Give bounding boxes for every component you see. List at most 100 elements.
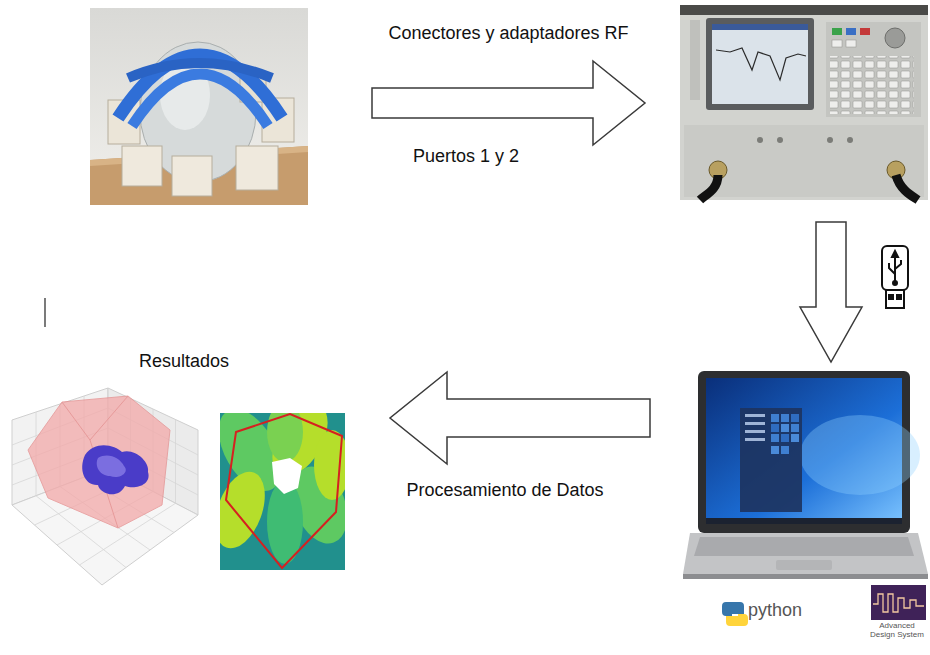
3d-plot-part <box>175 420 176 504</box>
edge-label: Procesamiento de Datos <box>406 480 603 501</box>
laptop-photo-part <box>745 422 765 425</box>
text-slot: Conectores y adaptadores RF <box>388 23 628 44</box>
network-analyzer-photo-part <box>712 24 808 104</box>
laptop-photo-part <box>791 434 799 442</box>
laptop-photo-part <box>800 415 920 495</box>
phantom-setup <box>88 5 372 210</box>
results-heading: Resultados <box>139 351 229 372</box>
network-analyzer-photo-part <box>700 175 718 200</box>
network-analyzer-photo-part <box>706 18 814 110</box>
text-slot: Puertos 1 y 2 <box>413 146 519 167</box>
text-slot: Resultados <box>139 351 229 372</box>
laptop-photo-part <box>781 414 789 422</box>
3d-plot-part <box>28 396 170 528</box>
laptop-photo <box>683 371 928 579</box>
phantom-photo-part <box>122 146 162 186</box>
laptop-photo-part <box>791 414 799 422</box>
logo-text: python <box>748 600 802 621</box>
block-arrow <box>390 372 650 464</box>
laptop-photo-part <box>745 430 765 433</box>
laptop-photo-part <box>771 446 779 454</box>
usb-drive-icon-part <box>889 263 895 274</box>
usb-drive-icon-part <box>889 295 893 299</box>
network-analyzer-photo-part <box>885 28 905 48</box>
network-analyzer-photo-part <box>680 5 928 200</box>
3d-plot-part <box>97 456 126 478</box>
phantom-photo-part <box>132 74 268 126</box>
edge-label: Conectores y adaptadores RF <box>388 23 628 44</box>
laptop-photo-part <box>781 434 789 442</box>
laptop-photo-part <box>745 414 765 417</box>
logo-text: Advanced Design System <box>867 622 927 640</box>
block-arrow <box>372 61 645 145</box>
network-analyzer-photo-part <box>757 137 763 143</box>
usb-drive-icon-part <box>897 295 901 299</box>
3d-plot-part <box>82 445 148 494</box>
network-analyzer-photo-part <box>680 5 928 15</box>
3d-plot-part <box>12 396 198 568</box>
phantom-photo-part <box>90 8 308 205</box>
ads-logo-icon-part <box>873 594 924 612</box>
usb-drive-icon-part <box>882 246 908 290</box>
network-analyzer-photo-part <box>860 28 870 35</box>
laptop-photo-part <box>771 424 779 432</box>
usb-drive-icon <box>882 246 908 308</box>
text-slot: Procesamiento de Datos <box>406 480 603 501</box>
network-analyzer-photo-part <box>896 175 918 200</box>
laptop-photo-part <box>781 424 789 432</box>
2d-map-image-part <box>272 458 302 494</box>
2d-map-image <box>206 394 358 570</box>
python-logo-icon-part <box>726 614 748 626</box>
network-analyzer-photo-part <box>832 40 842 47</box>
network-analyzer-photo-part <box>826 22 921 117</box>
text-slot: python <box>748 600 802 621</box>
phantom-photo-part <box>236 146 278 190</box>
laptop-photo-part <box>740 408 802 512</box>
text-cursor <box>44 298 45 327</box>
2d-map-image-part <box>220 465 274 555</box>
laptop-software: pythonAdvanced Design System <box>650 362 928 653</box>
text-slot: Advanced Design System <box>867 622 927 640</box>
usb-drive-icon-part <box>886 290 904 308</box>
2d-map-image-part <box>220 413 345 568</box>
laptop-photo-part <box>683 574 928 579</box>
phantom-photo-part <box>172 156 212 196</box>
2d-map-image-part <box>226 414 342 568</box>
usb-drive-icon-part <box>892 251 898 257</box>
laptop-photo-part <box>776 560 832 570</box>
ads-logo-icon-part <box>871 585 926 620</box>
network-analyzer-photo-part <box>712 24 808 30</box>
laptop-photo-part <box>791 424 799 432</box>
3d-plot <box>12 388 198 585</box>
usb-drive-icon-part <box>895 260 901 269</box>
network-analyzer-photo-part <box>832 28 842 35</box>
laptop-photo-part <box>706 518 902 524</box>
3d-plot-part <box>62 396 128 440</box>
laptop-photo-part <box>745 438 765 441</box>
python-logo-icon <box>722 602 748 626</box>
network-analyzer-photo-part <box>847 137 853 143</box>
network-analyzer-photo-part <box>846 40 856 47</box>
laptop-photo-part <box>694 537 914 556</box>
port-label: Puertos 1 y 2 <box>413 146 519 167</box>
network-analyzer <box>645 2 928 222</box>
network-analyzer-photo-part <box>827 137 833 143</box>
network-analyzer-photo-part <box>716 48 806 80</box>
network-analyzer-photo-part <box>846 28 856 35</box>
results-panel: Resultados <box>3 345 390 595</box>
block-arrow <box>800 222 862 362</box>
network-analyzer-photo-part <box>690 20 700 100</box>
laptop-photo-part <box>771 414 779 422</box>
phantom-photo-part <box>128 63 272 78</box>
network-analyzer-photo <box>680 5 928 200</box>
network-analyzer-photo-part <box>777 137 783 143</box>
laptop-photo-part <box>771 434 779 442</box>
phantom-photo <box>90 8 308 205</box>
python-logo-icon-part <box>722 602 744 616</box>
network-analyzer-photo-part <box>830 56 914 114</box>
usb-drive-icon-part <box>893 281 897 285</box>
